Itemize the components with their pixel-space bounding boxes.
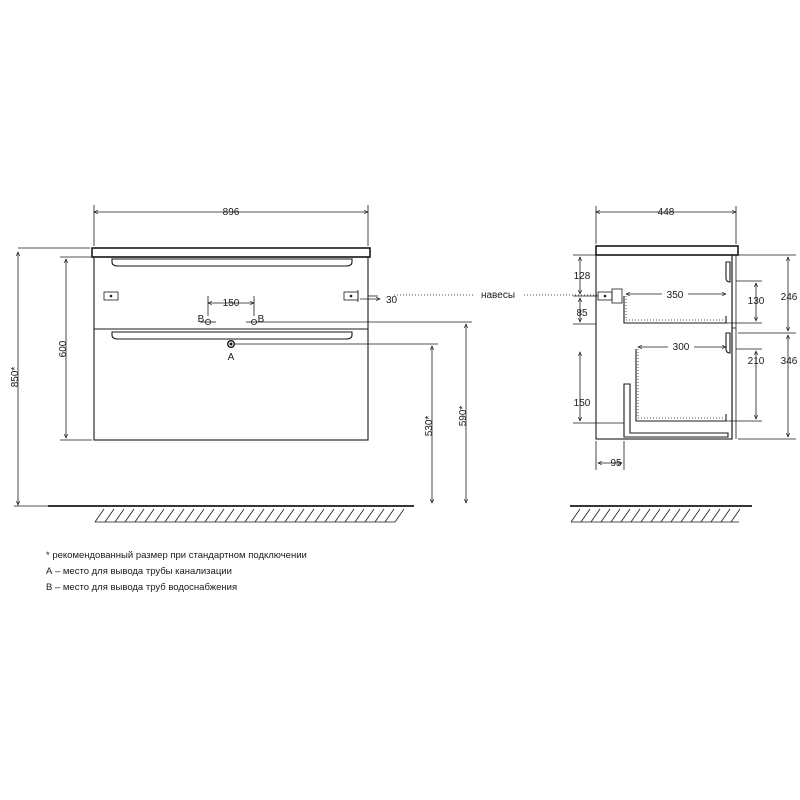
hatch-stroke xyxy=(374,508,385,523)
hatch-stroke xyxy=(650,508,661,523)
hatch-stroke xyxy=(184,508,195,523)
hinge-right-hole xyxy=(349,294,353,298)
dim-width: 896 xyxy=(223,207,240,218)
hatch-stroke xyxy=(154,508,165,523)
hatch-stroke xyxy=(224,508,235,523)
dim-150: 150 xyxy=(574,398,591,409)
hatch-stroke xyxy=(314,508,325,523)
dim-130: 130 xyxy=(748,296,765,307)
floor-hatch-side xyxy=(570,508,741,523)
note-recommended: * рекомендованный размер при стандартном… xyxy=(46,550,307,561)
dim-85: 85 xyxy=(576,308,588,319)
hatch-stroke xyxy=(700,508,711,523)
hatch-stroke xyxy=(590,508,601,523)
hatch-stroke xyxy=(640,508,651,523)
hatch-stroke xyxy=(570,508,581,523)
hatch-stroke xyxy=(264,508,275,523)
hatch-stroke xyxy=(274,508,285,523)
dim-350: 350 xyxy=(667,290,684,301)
front-handle-upper xyxy=(111,258,353,267)
dim-depth: 448 xyxy=(658,207,675,218)
hatch-stroke xyxy=(114,508,125,523)
hatch-stroke xyxy=(344,508,355,523)
side-countertop xyxy=(595,245,739,256)
hatch-stroke xyxy=(630,508,641,523)
side-hinge-bracket xyxy=(611,288,623,304)
front-view: 896 850* 600 150 B B A 30 530* xyxy=(10,205,472,523)
front-cabinet-body xyxy=(93,256,369,441)
hatch-stroke xyxy=(124,508,135,523)
dim-128: 128 xyxy=(574,271,591,282)
side-handle-upper xyxy=(725,261,731,283)
hatch-stroke xyxy=(254,508,265,523)
hatch-stroke xyxy=(730,508,741,523)
floor-hatch-front xyxy=(94,508,405,523)
dim-body-height: 600 xyxy=(58,340,69,357)
label-a: A xyxy=(228,352,235,363)
hatch-stroke xyxy=(324,508,335,523)
dim-246: 246 xyxy=(781,292,798,303)
front-handle-lower xyxy=(111,331,353,340)
hatch-stroke xyxy=(134,508,145,523)
hinge-left-icon xyxy=(103,291,119,301)
hatch-stroke xyxy=(284,508,295,523)
hatch-stroke xyxy=(144,508,155,523)
hatch-stroke xyxy=(620,508,631,523)
dim-hinge-offset: 30 xyxy=(386,295,398,306)
dim-height-530: 530* xyxy=(424,416,435,437)
hatch-stroke xyxy=(600,508,611,523)
hatch-stroke xyxy=(294,508,305,523)
hatch-stroke xyxy=(244,508,255,523)
side-handle-lower xyxy=(725,332,731,354)
hatch-stroke xyxy=(710,508,721,523)
side-view: 448 128 85 150 95 350 300 130 210 xyxy=(570,206,798,523)
label-hinges: навесы xyxy=(481,290,515,301)
hatch-stroke xyxy=(174,508,185,523)
hatch-stroke xyxy=(394,508,405,523)
dim-300: 300 xyxy=(673,342,690,353)
hatch-stroke xyxy=(680,508,691,523)
hatch-stroke xyxy=(670,508,681,523)
front-countertop xyxy=(91,247,371,258)
hatch-stroke xyxy=(164,508,175,523)
hatch-stroke xyxy=(194,508,205,523)
side-drawer-lower xyxy=(635,349,727,422)
hatch-stroke xyxy=(304,508,315,523)
hatch-stroke xyxy=(234,508,245,523)
label-b-right: B xyxy=(258,314,265,325)
note-b: В – место для вывода труб водоснабжения xyxy=(46,582,238,593)
dim-95: 95 xyxy=(610,458,622,469)
notes-block: * рекомендованный размер при стандартном… xyxy=(46,548,307,596)
dim-346: 346 xyxy=(781,356,798,367)
dim-total-height: 850* xyxy=(10,367,21,388)
hatch-stroke xyxy=(690,508,701,523)
hatch-stroke xyxy=(610,508,621,523)
hinge-left-hole xyxy=(109,294,113,298)
hatch-stroke xyxy=(94,508,105,523)
dim-height-590: 590* xyxy=(458,406,469,427)
hatch-stroke xyxy=(104,508,115,523)
hatch-stroke xyxy=(354,508,365,523)
note-a: А – место для вывода трубы канализации xyxy=(46,566,232,577)
dim-210: 210 xyxy=(748,356,765,367)
side-drawer-upper xyxy=(623,296,727,324)
hatch-stroke xyxy=(660,508,671,523)
dim-pipes-spacing: 150 xyxy=(223,298,240,309)
hatch-stroke xyxy=(364,508,375,523)
label-b-left: B xyxy=(198,314,205,325)
hatch-stroke xyxy=(720,508,731,523)
hatch-stroke xyxy=(204,508,215,523)
hatch-stroke xyxy=(214,508,225,523)
hatch-stroke xyxy=(384,508,395,523)
hatch-stroke xyxy=(580,508,591,523)
side-drain-pipe xyxy=(623,383,729,438)
hatch-stroke xyxy=(334,508,345,523)
